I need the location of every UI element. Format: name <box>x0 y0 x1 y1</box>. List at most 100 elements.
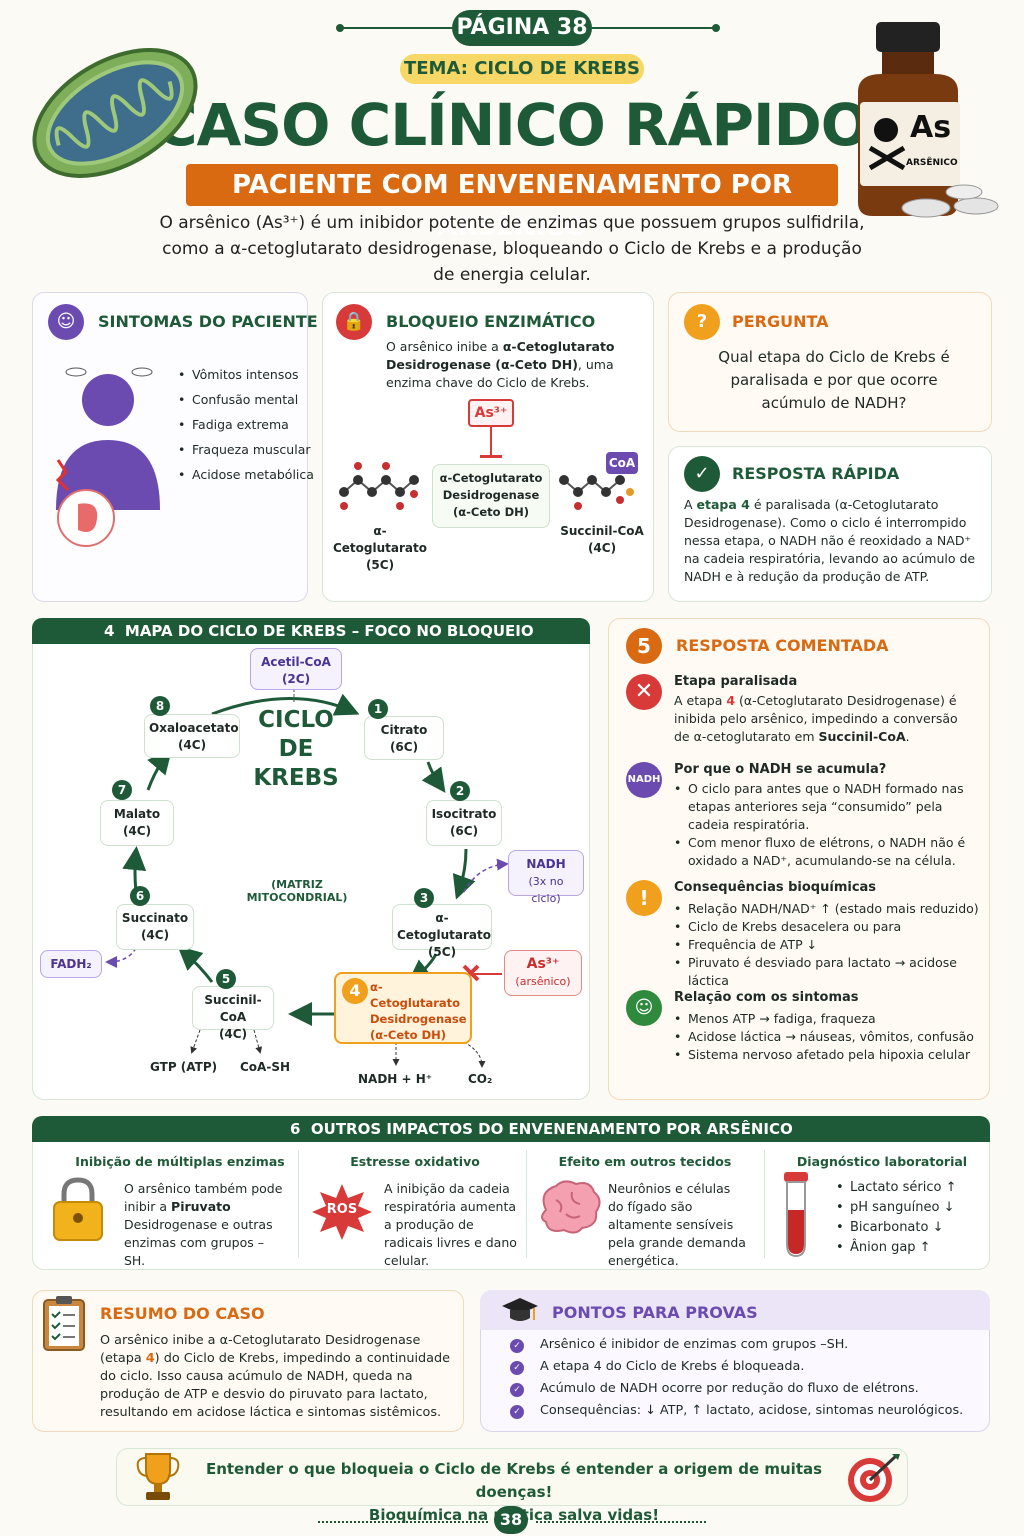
check-icon: ✓ <box>510 1361 524 1375</box>
step-2-badge: 2 <box>450 781 470 801</box>
padlock-icon <box>53 1177 103 1241</box>
header-dot-left <box>336 24 344 32</box>
person-icon: ☺ <box>48 304 84 340</box>
nadh-accumulation-list: O ciclo para antes que o NADH formado na… <box>674 780 974 870</box>
paralyzed-step-text: A etapa 4 (α-Cetoglutarato Desidrogenase… <box>674 693 958 744</box>
quick-answer-text: A etapa 4 é paralisada (α-Cetoglutarato … <box>684 497 976 584</box>
symptoms-list: Vômitos intensos Confusão mental Fadiga … <box>178 362 314 487</box>
lab-diagnosis-list: Lactato sérico ↑ pH sanguíneo ↓ Bicarbon… <box>836 1178 956 1258</box>
exam-points-header <box>480 1290 990 1330</box>
krebs-map-header <box>32 618 590 644</box>
target-icon <box>848 1454 900 1502</box>
list-item: Acidose láctica → náuseas, vômitos, conf… <box>674 1028 984 1046</box>
footer-dotted-line-left <box>318 1521 488 1523</box>
symptom-item: Acidose metabólica <box>178 462 314 487</box>
exam-point: Consequências: ↓ ATP, ↑ lactato, acidose… <box>540 1403 964 1418</box>
divider <box>764 1150 765 1258</box>
succinate-node: Succinato(4C) <box>116 904 194 950</box>
blood-test-tube-icon <box>784 1172 808 1258</box>
warning-icon: ! <box>626 880 662 916</box>
divider <box>298 1150 299 1258</box>
isocitrate-node: Isocitrato(6C) <box>426 800 502 846</box>
exam-point: Arsênico é inibidor de enzimas com grupo… <box>540 1337 849 1352</box>
lock-icon: 🔒 <box>336 304 372 340</box>
clipboard-icon <box>43 1296 85 1351</box>
divider <box>526 1150 527 1258</box>
acetyl-coa-node: Acetil-CoA(2C) <box>250 648 342 690</box>
consequences-title: Consequências bioquímicas <box>674 880 877 895</box>
arsenic-node: As³⁺(arsênico) <box>504 950 582 996</box>
question-text: Qual etapa do Ciclo de Krebs é paralisad… <box>718 348 950 412</box>
succinyl-coa-molecule-icon <box>559 475 634 510</box>
bottle-label: As <box>910 110 952 145</box>
succinyl-coa-node: Succinil-CoA(4C) <box>192 986 274 1041</box>
enzyme-block-text: O arsênico inibe a α-Cetoglutarato Desid… <box>386 339 615 390</box>
fadh2-node: FADH₂ <box>40 950 102 978</box>
symptoms-title: SINTOMAS DO PACIENTE <box>98 312 318 331</box>
step-5-badge: 5 <box>216 969 236 989</box>
exam-point: A etapa 4 do Ciclo de Krebs é bloqueada. <box>540 1359 805 1374</box>
footer-page-number: 38 <box>494 1506 528 1534</box>
nadh-icon: NADH <box>626 762 662 798</box>
ketoglutarate-molecule-icon <box>339 462 419 510</box>
intro-text: O arsênico (As³⁺) é um inibidor potente … <box>159 213 865 285</box>
ros-burst-icon <box>312 1184 372 1240</box>
nadh-accumulation-title: Por que o NADH se acumula? <box>674 762 887 777</box>
enzyme-node: α-Cetoglutarato Desidrogenase (α-Ceto DH… <box>432 464 550 528</box>
footer-dotted-line-right <box>536 1521 706 1523</box>
question-title: PERGUNTA <box>732 312 829 331</box>
case-summary-card <box>32 1290 464 1432</box>
impact-4-title: Diagnóstico laboratorial <box>796 1154 968 1169</box>
step-1-badge: 1 <box>368 699 388 719</box>
bottle-sub-label: ARSÊNICO <box>906 158 958 168</box>
list-item: Ciclo de Krebs desacelera ou para <box>674 918 984 936</box>
list-item: Lactato sérico ↑ <box>836 1178 956 1198</box>
symptom-item: Fraqueza muscular <box>178 437 314 462</box>
exam-point: Acúmulo de NADH ocorre por redução do fl… <box>540 1381 919 1396</box>
footer-message: Entender o que bloqueia o Ciclo de Krebs… <box>205 1460 823 1524</box>
case-summary-title: RESUMO DO CASO <box>100 1304 265 1323</box>
check-icon: ✓ <box>510 1339 524 1353</box>
ros-label: ROS <box>326 1202 358 1217</box>
list-item: Piruvato é desviado para lactato → acido… <box>674 954 984 990</box>
list-item: Menos ATP → fadiga, fraqueza <box>674 1010 984 1028</box>
graduation-cap-icon <box>502 1298 538 1321</box>
exam-points-title: PONTOS PARA PROVAS <box>552 1303 758 1322</box>
impact-1-text: O arsênico também pode inibir a Piruvato… <box>124 1181 283 1268</box>
error-x-icon: ✕ <box>626 674 662 710</box>
list-item: Frequência de ATP ↓ <box>674 936 984 954</box>
cycle-center-sub: (MATRIZ MITOCONDRIAL) <box>246 878 348 904</box>
symptoms-relation-title: Relação com os sintomas <box>674 990 859 1005</box>
trophy-icon <box>136 1453 180 1500</box>
impact-3-title: Efeito em outros tecidos <box>558 1154 732 1169</box>
check-icon: ✓ <box>510 1383 524 1397</box>
list-item: pH sanguíneo ↓ <box>836 1198 956 1218</box>
commented-answer-title: RESPOSTA COMENTADA <box>676 636 889 655</box>
sick-person-icon <box>55 367 160 547</box>
ketoglutarate-node: α-Cetoglutarato(5C) <box>392 904 492 959</box>
step-3-badge: 3 <box>414 888 434 908</box>
symptom-item: Fadiga extrema <box>178 412 314 437</box>
question-icon: ? <box>684 304 720 340</box>
step-6-badge: 6 <box>130 886 150 906</box>
case-summary-text: O arsênico inibe a α-Cetoglutarato Desid… <box>100 1333 450 1420</box>
list-item: Ânion gap ↑ <box>836 1238 956 1258</box>
arsenic-bottle-icon <box>858 22 999 218</box>
page-title: CASO CLÍNICO RÁPIDO <box>154 91 870 159</box>
impact-1-title: Inibição de múltiplas enzimas <box>75 1154 285 1169</box>
symptoms-relation-list: Menos ATP → fadiga, fraqueza Acidose lác… <box>674 1010 984 1064</box>
enzyme-block-card <box>322 292 654 602</box>
nadh-h-label: NADH + H⁺ <box>358 1072 433 1086</box>
list-item: O ciclo para antes que o NADH formado na… <box>674 780 974 834</box>
subtitle-banner: PACIENTE COM ENVENENAMENTO POR ARSÊNICO <box>186 164 838 242</box>
check-icon: ✓ <box>510 1405 524 1419</box>
step-7-badge: 7 <box>112 780 132 800</box>
section-5-badge: 5 <box>626 628 662 664</box>
check-icon: ✓ <box>684 456 720 492</box>
malate-node: Malato(4C) <box>100 800 174 846</box>
impact-3-text: Neurônios e células do fígado são altame… <box>608 1181 746 1268</box>
impacts-title: 6 OUTROS IMPACTOS DO ENVENENAMENTO POR A… <box>290 1120 793 1138</box>
footer-message-card <box>116 1448 908 1506</box>
impact-2-text: A inibição da cadeia respiratória aument… <box>384 1181 517 1268</box>
